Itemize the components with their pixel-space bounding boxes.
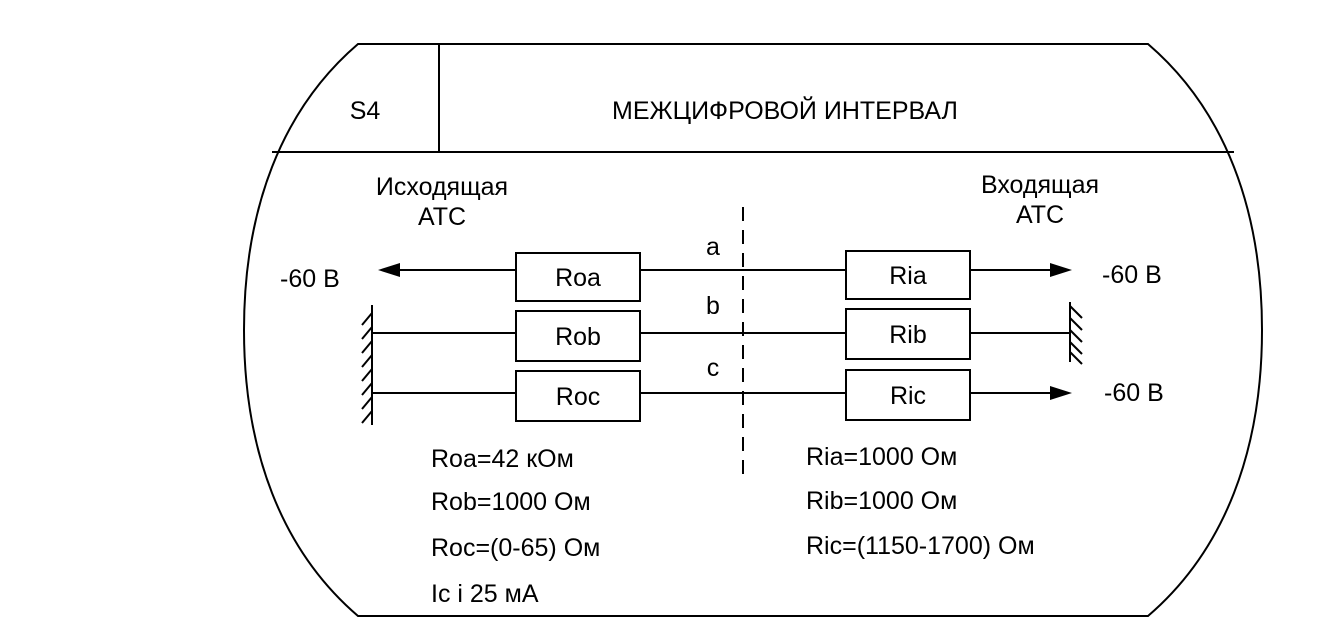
outgoing-station-title-line1: Исходящая (376, 173, 508, 201)
incoming-station-title-line1: Входящая (981, 171, 1099, 199)
incoming-ground-icon (1069, 302, 1083, 365)
page-title: МЕЖЦИФРОВОЙ ИНТЕРВАЛ (612, 95, 958, 125)
resistor-rob (515, 310, 641, 362)
resistor-ric-label: Ric (890, 382, 926, 410)
resistor-ria (845, 250, 971, 300)
resistor-ria-label: Ria (889, 262, 927, 290)
outgoing-voltage-a: -60 В (280, 265, 340, 293)
resistor-roa (515, 252, 641, 302)
state-code: S4 (350, 97, 381, 125)
outgoing-station-title-line2: АТС (418, 203, 466, 231)
incoming-param-ria: Ria=1000 Ом (806, 443, 957, 471)
incoming-arrow-c (1050, 386, 1072, 400)
outgoing-param-rob: Rob=1000 Ом (431, 488, 591, 516)
resistor-rob-label: Rob (555, 323, 601, 351)
resistor-ric (845, 369, 971, 421)
incoming-voltage-c: -60 В (1104, 379, 1164, 407)
resistor-rib-label: Rib (889, 321, 927, 349)
incoming-param-rib: Rib=1000 Ом (806, 487, 957, 515)
wire-label-c: c (707, 354, 720, 382)
resistor-roa-label: Roa (555, 264, 601, 292)
incoming-param-ric: Ric=(1150-1700) Ом (806, 532, 1035, 560)
wire-label-a: a (706, 233, 720, 261)
outgoing-arrow-a (378, 263, 400, 277)
wire-label-b: b (706, 292, 720, 320)
resistor-rib (845, 308, 971, 360)
outgoing-param-ic: Ic i 25 мА (431, 580, 539, 608)
incoming-station-title-line2: АТС (1016, 201, 1064, 229)
resistor-roc-label: Roc (556, 383, 600, 411)
outgoing-param-roa: Roa=42 кОм (431, 445, 574, 473)
outgoing-ground-icon (361, 305, 373, 425)
incoming-voltage-a: -60 В (1102, 261, 1162, 289)
incoming-arrow-a (1050, 263, 1072, 277)
outer-frame (242, 43, 1264, 617)
resistor-roc (515, 370, 641, 422)
outgoing-param-roc: Roc=(0-65) Ом (431, 534, 600, 562)
